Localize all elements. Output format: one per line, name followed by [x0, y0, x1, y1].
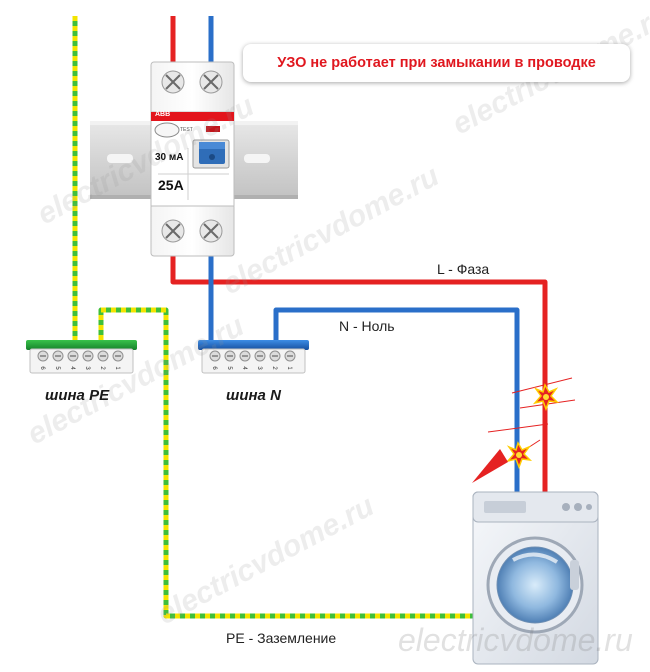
washing-machine: [472, 491, 599, 665]
neutral-label: N - Ноль: [339, 318, 395, 334]
bus-terminal-number: 5: [54, 366, 60, 370]
n-bus-label: шина N: [226, 387, 281, 404]
rcd-test-button: [154, 122, 180, 138]
bus-terminal-number: 6: [211, 366, 217, 370]
bus-terminal-number: 2: [99, 366, 105, 370]
pe-bus-bar: 6 5 4 3 2 1: [26, 340, 137, 374]
neutral-load-wire: [273, 307, 520, 492]
rcd-indicator: [206, 126, 220, 132]
bus-terminal-number: 6: [39, 366, 45, 370]
warning-callout: УЗО не работает при замыкании в проводке: [243, 44, 630, 82]
bus-terminal-number: 1: [114, 366, 120, 370]
watermark: electricvdome.ru: [398, 622, 633, 658]
bus-terminal-number: 1: [286, 366, 292, 370]
rcd-terminal-screw: [199, 70, 223, 94]
pe-bus-label: шина PE: [45, 387, 110, 404]
rcd-device: [150, 61, 235, 257]
bus-terminal-number: 2: [271, 366, 277, 370]
n-bus-bar: 6 5 4 3 2 1: [198, 340, 309, 374]
short-circuit-spark-icon: [511, 377, 576, 412]
rcd-terminal-screw: [161, 70, 185, 94]
bus-terminal-number: 5: [226, 366, 232, 370]
ground-wire: [72, 16, 480, 619]
bus-terminal-number: 4: [69, 366, 75, 370]
rcd-rating: 25A: [158, 177, 184, 193]
ground-label: PE - Заземление: [226, 630, 337, 646]
bus-terminal-number: 3: [84, 366, 90, 370]
rcd-terminal-screw: [199, 219, 223, 243]
phase-label: L - Фаза: [437, 261, 490, 277]
rcd-terminal-screw: [161, 219, 185, 243]
bus-terminal-number: 4: [241, 366, 247, 370]
warning-callout-text: УЗО не работает при замыкании в проводке: [277, 55, 596, 71]
bus-terminal-number: 3: [256, 366, 262, 370]
rcd-brand: ABB: [155, 111, 171, 118]
rcd-test-label: TEST: [180, 127, 193, 133]
rcd-sensitivity: 30 мА: [155, 152, 184, 163]
fault-arrow-icon: [472, 449, 508, 483]
